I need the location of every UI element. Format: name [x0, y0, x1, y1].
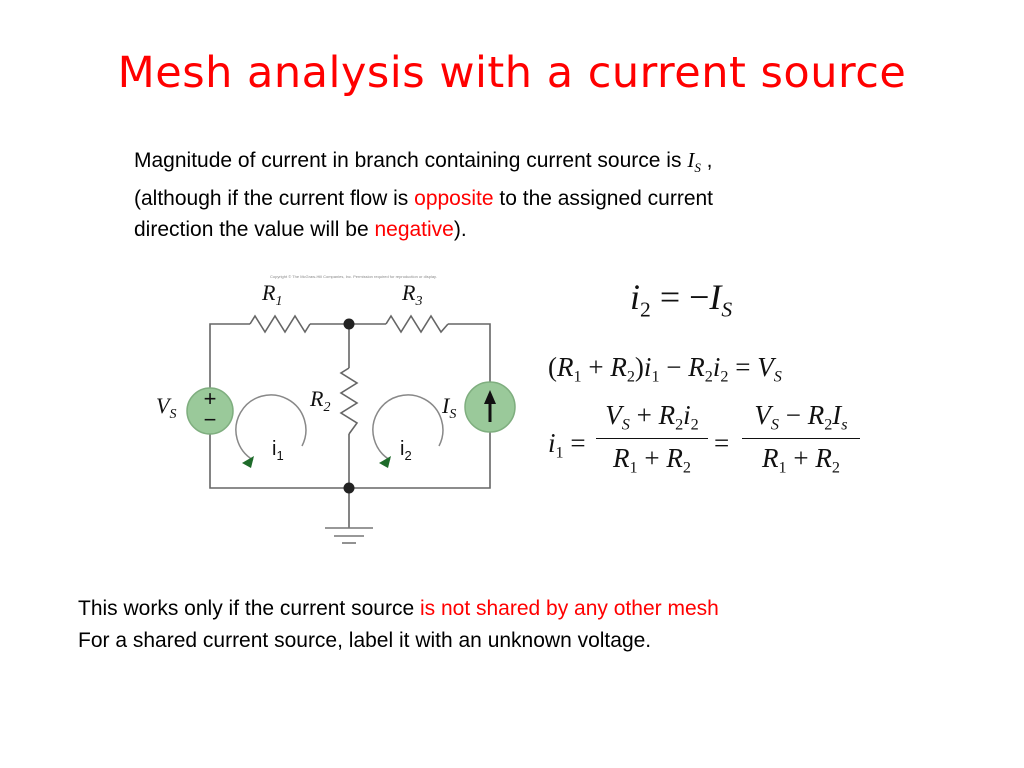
mesh-label-i2: i2: [400, 438, 412, 463]
intro-line2-post: to the assigned current: [493, 187, 714, 211]
intro-paragraph: Magnitude of current in branch containin…: [134, 145, 874, 245]
equation-mesh1-kvl: (R1 + R2)i1 − R2i2 = VS: [548, 352, 782, 386]
copyright-notice: Copyright © The McGraw-Hill Companies, I…: [270, 274, 437, 279]
resistor-r1: [249, 314, 311, 334]
highlight-opposite: opposite: [414, 187, 494, 211]
label-vs: VS: [156, 393, 176, 422]
fraction-2: VS − R2Is R1 + R2: [742, 400, 860, 477]
equation-i2: i2 = −IS: [630, 277, 733, 322]
intro-line2-pre: (although if the current flow is: [134, 187, 415, 211]
source-current-symbol: IS: [687, 148, 701, 176]
mesh-label-i1: i1: [272, 438, 284, 463]
fraction-1-denominator: R1 + R2: [613, 442, 691, 477]
equation-equals: =: [714, 428, 730, 458]
bottom-notes: This works only if the current source is…: [78, 593, 978, 657]
fraction-2-numerator: VS − R2Is: [742, 400, 860, 439]
intro-line3-post: ).: [453, 218, 467, 242]
highlight-negative: negative: [374, 218, 454, 242]
bottom-line2: For a shared current source, label it wi…: [78, 629, 652, 652]
bottom-node: [343, 482, 355, 494]
mesh-2-arrowhead: [379, 456, 391, 468]
top-node: [343, 318, 355, 330]
label-r3: R3: [401, 280, 422, 309]
intro-line1-end: ,: [700, 149, 713, 172]
fraction-1-numerator: VS + R2i2: [596, 400, 708, 439]
slide-title: Mesh analysis with a current source: [117, 48, 907, 98]
vs-plus-sign: +: [204, 386, 217, 411]
mesh-loop-2-arrow: [372, 394, 444, 461]
circuit-diagram: + − R1 R3 R2 VS IS i1 i2: [156, 280, 516, 544]
mesh-loop-1-arrow: [235, 394, 307, 461]
mesh-1-arrowhead: [242, 456, 254, 468]
highlight-not-shared: is not shared by any other mesh: [419, 597, 719, 620]
equation-i1-lhs: i1 =: [548, 428, 586, 462]
voltage-source: [186, 387, 234, 435]
equation-i1-solution: i1 = VS + R2i2 R1 + R2 = VS − R2Is R1 + …: [548, 400, 878, 490]
resistor-r3: [385, 314, 449, 334]
intro-line1-text: Magnitude of current in branch containin…: [134, 149, 688, 172]
intro-line3-pre: direction the value will be: [134, 218, 375, 242]
circuit-wires: [209, 323, 491, 528]
vs-minus-sign: −: [204, 407, 217, 432]
resistor-r2: [339, 367, 359, 435]
label-is: IS: [441, 393, 456, 422]
ground-symbol: [325, 527, 373, 544]
bottom-line1-pre: This works only if the current source: [78, 597, 420, 620]
current-source-arrow: [484, 390, 496, 422]
label-r2: R2: [309, 386, 330, 415]
fraction-2-denominator: R1 + R2: [762, 442, 840, 477]
label-r1: R1: [261, 280, 282, 309]
fraction-1: VS + R2i2 R1 + R2: [596, 400, 708, 477]
